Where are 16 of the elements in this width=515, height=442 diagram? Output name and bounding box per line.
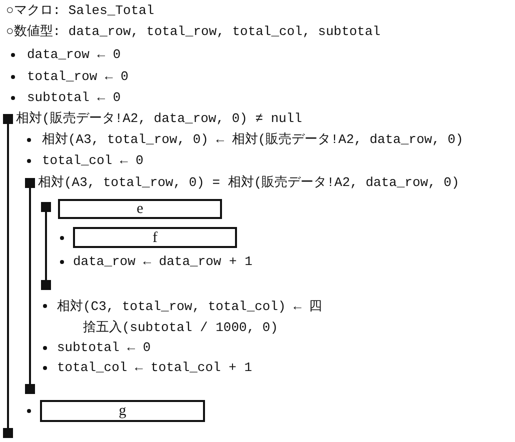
code-line: data_row ← data_row + 1 [73,254,252,270]
code-line: total_row ← 0 [27,69,128,85]
code-line: 相対(A3, total_row, 0) = 相対(販売データ!A2, data_row, 0) [38,175,460,191]
code-line: ○数値型: data_row, total_row, total_col, subtotal [6,24,380,40]
code-line: 相対(販売データ!A2, data_row, 0) ≠ null [16,111,302,127]
code-line: 相対(C3, total_row, total_col) ← 四捨五入(subtotal / 1000, 0) [57,298,324,337]
blank-box: f [73,227,237,248]
code-line: 相対(A3, total_row, 0) ← 相対(販売データ!A2, data_row, 0) [42,132,464,148]
blank-box: g [40,400,205,422]
code-line: total_col ← 0 [42,153,144,169]
code-line: data_row ← 0 [27,47,121,63]
code-line: subtotal ← 0 [57,340,151,356]
blank-box: e [58,199,222,219]
code-line: ○マクロ: Sales_Total [6,3,154,19]
code-line: total_col ← total_col + 1 [57,360,252,376]
code-line: subtotal ← 0 [27,90,121,106]
